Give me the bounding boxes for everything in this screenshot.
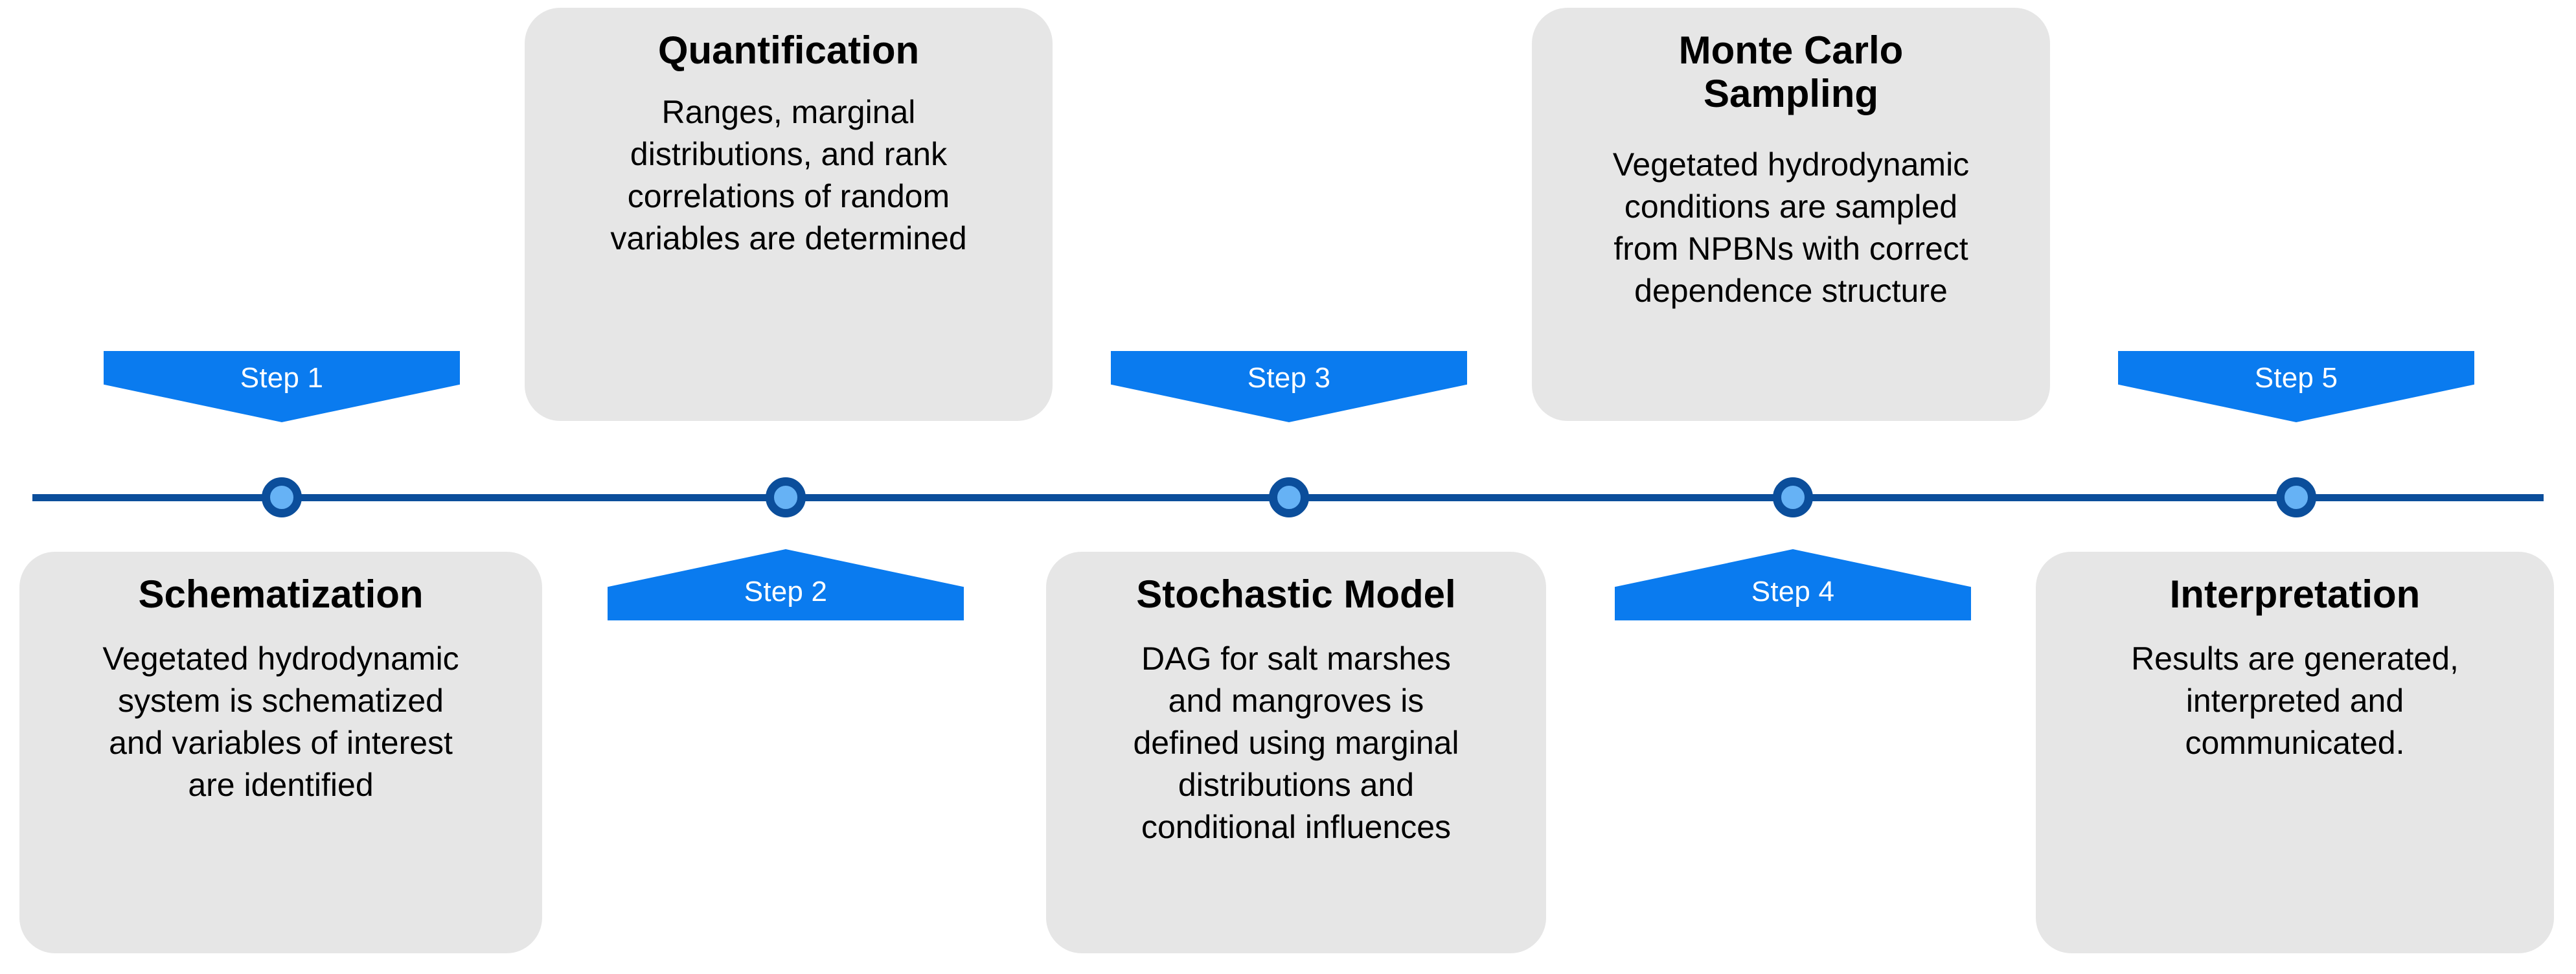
card-title: Interpretation — [2169, 572, 2421, 616]
step-badge-3[interactable]: Step 3 — [1111, 351, 1467, 422]
step-card-interpretation: Interpretation Results are generated, in… — [2036, 552, 2554, 953]
step-badge-5[interactable]: Step 5 — [2118, 351, 2474, 422]
timeline-node-5[interactable] — [2276, 477, 2316, 517]
timeline-node-4[interactable] — [1773, 477, 1813, 517]
step-card-monte-carlo-sampling: Monte Carlo Sampling Vegetated hydrodyna… — [1532, 8, 2050, 421]
step-card-schematization: Schematization Vegetated hydrodynamic sy… — [19, 552, 542, 953]
card-title: Quantification — [657, 28, 920, 72]
step-card-quantification: Quantification Ranges, marginal distribu… — [525, 8, 1053, 421]
card-title: Monte Carlo Sampling — [1678, 28, 1904, 116]
card-title: Stochastic Model — [1136, 572, 1456, 616]
card-body: Vegetated hydrodynamic system is schemat… — [102, 640, 459, 804]
step-badge-2[interactable]: Step 2 — [608, 549, 964, 620]
timeline-node-2[interactable] — [766, 477, 806, 517]
card-body: Vegetated hydrodynamic conditions are sa… — [1612, 146, 1970, 310]
step-badge-label: Step 4 — [1751, 576, 1835, 607]
step-card-stochastic-model: Stochastic Model DAG for salt marshes an… — [1046, 552, 1546, 953]
step-badge-label: Step 2 — [744, 576, 828, 607]
card-title: Schematization — [138, 572, 424, 616]
timeline-node-1[interactable] — [262, 477, 302, 517]
step-badge-4[interactable]: Step 4 — [1615, 549, 1971, 620]
step-badge-label: Step 3 — [1247, 362, 1331, 394]
card-body: Ranges, marginal distributions, and rank… — [610, 94, 967, 257]
timeline-node-3[interactable] — [1269, 477, 1309, 517]
step-badge-1[interactable]: Step 1 — [104, 351, 460, 422]
card-body: DAG for salt marshes and mangroves is de… — [1133, 640, 1459, 846]
step-badge-label: Step 5 — [2254, 362, 2338, 394]
card-body: Results are generated, interpreted and c… — [2131, 640, 2459, 762]
step-badge-label: Step 1 — [240, 362, 324, 394]
